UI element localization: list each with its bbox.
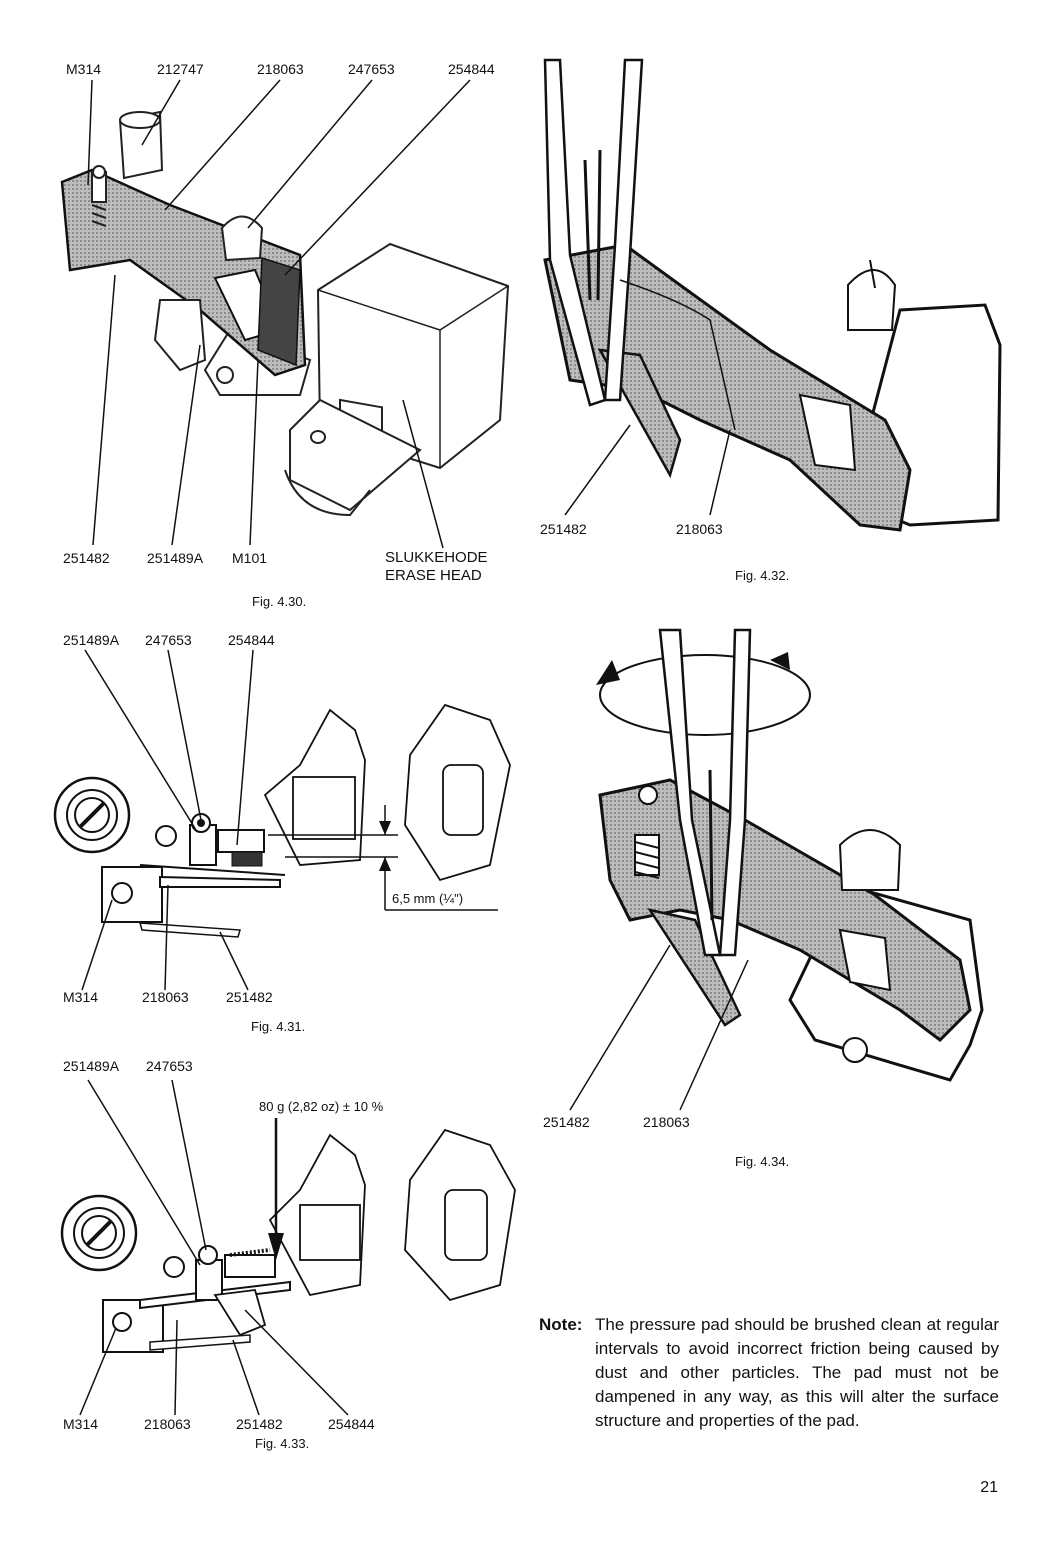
caption-fig-4-33: Fig. 4.33. [255, 1436, 310, 1451]
figure-4-31: 251489A 247653 254844 6,5 mm (¼") M314 2… [0, 625, 530, 1045]
caption-fig-4-34: Fig. 4.34. [735, 1154, 790, 1169]
label-218063: 218063 [142, 989, 189, 1005]
label-251482: 251482 [63, 550, 110, 566]
page-number: 21 [980, 1479, 998, 1496]
label-254844: 254844 [328, 1416, 375, 1432]
label-251482: 251482 [226, 989, 273, 1005]
figure-4-33-drawing [60, 1079, 516, 1416]
figure-4-32-drawing [543, 58, 1002, 532]
label-m314: M314 [66, 61, 102, 77]
caption-fig-4-32: Fig. 4.32. [735, 568, 790, 583]
label-254844: 254844 [448, 61, 495, 77]
figure-4-30-drawing [60, 79, 510, 549]
label-erase-head-en: ERASE HEAD [385, 567, 482, 584]
note-label: Note: [539, 1315, 583, 1334]
force-spec: 80 g (2,82 oz) ± 10 % [259, 1099, 384, 1114]
note-text: The pressure pad should be brushed clean… [595, 1315, 999, 1430]
figure-4-33: 251489A 247653 80 g (2,82 oz) ± 10 % M31… [0, 1050, 530, 1470]
caption-fig-4-30: Fig. 4.30. [252, 594, 307, 609]
label-251489a: 251489A [63, 632, 120, 648]
label-247653: 247653 [145, 632, 192, 648]
label-erase-head-no: SLUKKEHODE [385, 549, 488, 566]
caption-fig-4-31: Fig. 4.31. [251, 1019, 306, 1034]
figure-4-32: 251482 218063 Fig. 4.32. [530, 0, 1054, 600]
label-251482: 251482 [543, 1114, 590, 1130]
label-218063: 218063 [643, 1114, 690, 1130]
label-254844: 254844 [228, 632, 275, 648]
note-block: Note: The pressure pad should be brushed… [539, 1313, 999, 1433]
figure-4-31-drawing [53, 649, 511, 991]
label-251482: 251482 [540, 521, 587, 537]
label-251489a: 251489A [147, 550, 204, 566]
label-251482: 251482 [236, 1416, 283, 1432]
dimension-6-5-mm: 6,5 mm (¼") [392, 891, 464, 906]
figure-4-34: 251482 218063 Fig. 4.34. [530, 620, 1054, 1180]
label-247653: 247653 [348, 61, 395, 77]
label-218063: 218063 [144, 1416, 191, 1432]
label-251489a: 251489A [63, 1058, 120, 1074]
label-247653: 247653 [146, 1058, 193, 1074]
figure-4-34-drawing [569, 628, 984, 1111]
label-m314: M314 [63, 1416, 99, 1432]
label-218063: 218063 [676, 521, 723, 537]
label-m314: M314 [63, 989, 99, 1005]
figure-4-30: M314 212747 218063 247653 254844 251482 … [0, 0, 530, 615]
label-212747: 212747 [157, 61, 204, 77]
label-m101: M101 [232, 550, 268, 566]
label-218063: 218063 [257, 61, 304, 77]
